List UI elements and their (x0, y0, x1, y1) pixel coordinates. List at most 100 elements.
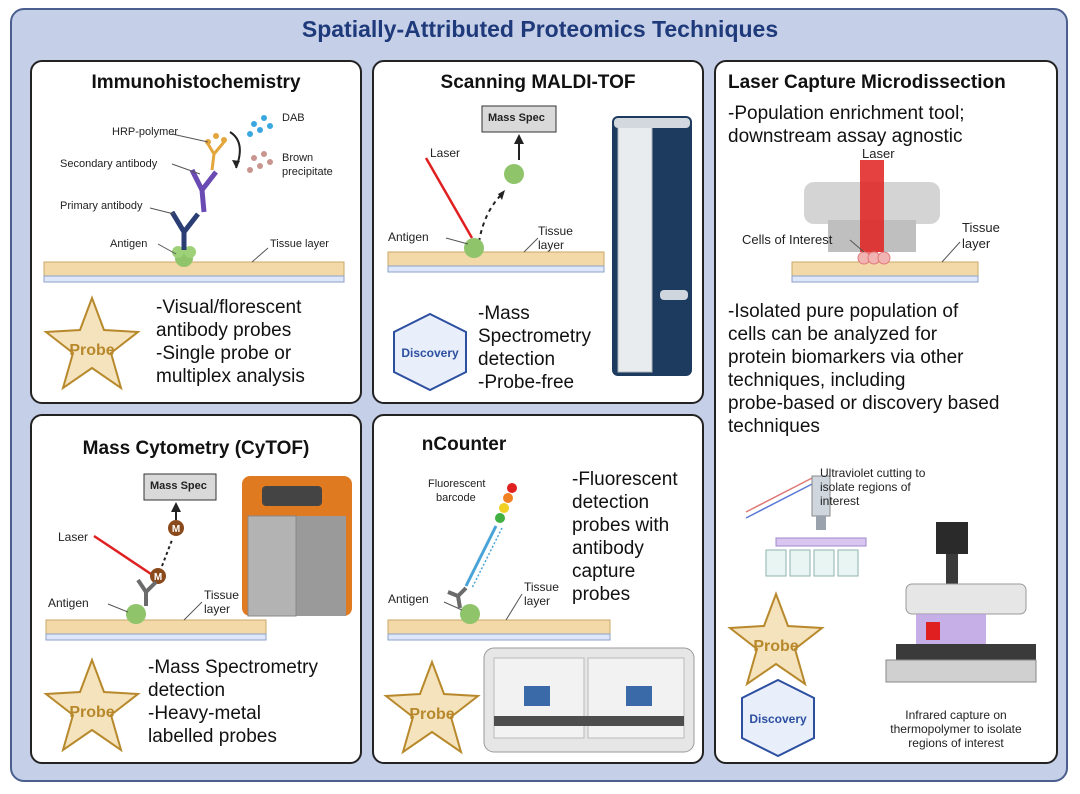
label-layer: layer (204, 602, 231, 616)
label-tissue: Tissue (524, 580, 559, 594)
tissue-layer (387, 251, 605, 267)
label-antigen: Antigen (388, 592, 429, 606)
label-layer: layer (962, 236, 991, 251)
panel-immunohistochemistry: Immunohistochemistry HRP-polymer DAB Sec… (30, 60, 362, 404)
label-mass-spec: Mass Spec (488, 112, 545, 124)
label-mass-spec: Mass Spec (150, 480, 207, 492)
ncounter-diagram (387, 483, 695, 753)
panel-title: Scanning MALDI-TOF (440, 72, 636, 93)
laser-beam (93, 534, 155, 578)
glass-slide (43, 275, 345, 283)
probe-badge: Probe (727, 591, 825, 687)
ncounter-instrument (483, 647, 695, 753)
hexagon-icon (393, 312, 467, 392)
label-dab: DAB (282, 112, 305, 124)
maldi-diagram (387, 105, 692, 376)
panel-mass-cytometry: Mass Cytometry (CyTOF) M M Mass Spec Las… (30, 414, 362, 764)
discovery-badge: Discovery (741, 678, 815, 758)
probe-badge: Probe (43, 657, 141, 753)
label-cells-of-interest: Cells of Interest (742, 232, 833, 247)
primary-antibody (169, 210, 200, 250)
metal-tag-released (168, 520, 184, 536)
metal-tag-label: M (172, 524, 180, 535)
antibody (136, 578, 158, 606)
mass-spec-box (143, 473, 217, 501)
panel-title: nCounter (421, 434, 507, 455)
label-hrp-polymer: HRP-polymer (112, 126, 179, 138)
panel-title: Immunohistochemistry (91, 72, 301, 93)
ionized-antigen (504, 164, 524, 184)
discovery-badge: Discovery (393, 312, 467, 392)
label-fluorescent: Fluorescent (428, 478, 486, 490)
tissue-layer (387, 619, 611, 635)
label-tissue: Tissue (204, 588, 239, 602)
label-laser: Laser (430, 146, 461, 160)
label-primary-antibody: Primary antibody (60, 200, 143, 212)
label-antigen: Antigen (110, 238, 148, 250)
lcm-subtitle: -Population enrichment tool;downstream a… (728, 103, 965, 147)
cytof-instrument (242, 476, 352, 617)
metal-tag (150, 568, 166, 584)
glass-slide (387, 265, 605, 273)
label-secondary-antibody: Secondary antibody (60, 158, 158, 170)
antigen (460, 604, 480, 624)
tissue-layer (45, 619, 267, 635)
probe-label: Probe (69, 342, 114, 359)
discovery-label: Discovery (749, 712, 807, 726)
panel-laser-capture-microdissection: Laser Capture Microdissection -Populatio… (714, 60, 1058, 764)
uv-cutting-diagram (745, 475, 867, 577)
cells-of-interest (857, 251, 891, 265)
label-tissue-layer: Tissue layer (270, 238, 329, 250)
dab-dots (247, 115, 273, 137)
brown-precipitate-dots (247, 151, 273, 173)
cytof-diagram: M M (45, 473, 352, 641)
panel-scanning-maldi-tof: Scanning MALDI-TOF Mass Spec Laser Antig… (372, 60, 704, 404)
antigen (126, 604, 146, 624)
hexagon-icon (741, 678, 815, 758)
label-laser: Laser (58, 530, 89, 544)
star-icon (383, 659, 481, 755)
capture-antibody (447, 586, 468, 609)
tissue-layer (43, 261, 345, 277)
label-tissue: Tissue (538, 224, 573, 238)
label-layer: layer (538, 238, 565, 252)
laser-beam (860, 160, 884, 252)
laser-beam (424, 157, 474, 239)
label-antigen: Antigen (48, 596, 89, 610)
label-antigen: Antigen (388, 230, 429, 244)
antigen (464, 238, 484, 258)
probe-badge: Probe (383, 659, 481, 755)
label-barcode: barcode (436, 492, 476, 504)
maldi-instrument (612, 116, 692, 376)
probe-badge: Probe (43, 295, 141, 391)
label-precipitate: precipitate (282, 166, 333, 178)
ihc-diagram (43, 115, 345, 283)
label-tissue: Tissue (962, 220, 1000, 235)
star-icon (727, 591, 825, 687)
glass-slide (791, 275, 979, 283)
fluorescent-barcode (495, 483, 517, 523)
mass-spec-box (481, 105, 557, 133)
label-layer: layer (524, 594, 551, 608)
figure-title: Spatially-Attributed Proteomics Techniqu… (301, 16, 779, 42)
panel-ncounter: nCounter Fluorescent barcode Antigen Tis… (372, 414, 704, 764)
discovery-label: Discovery (401, 346, 459, 360)
secondary-antibody (189, 168, 218, 213)
ir-microscope (885, 522, 1037, 683)
label-brown: Brown (282, 152, 314, 164)
probe-label: Probe (753, 638, 798, 655)
probe-label: Probe (69, 704, 114, 721)
panel-title: Laser Capture Microdissection (728, 72, 1006, 93)
hrp-polymer (206, 141, 226, 171)
star-icon (43, 295, 141, 391)
metal-tag-label: M (154, 572, 162, 583)
glass-slide (387, 633, 611, 641)
lcm-diagram (791, 160, 979, 283)
